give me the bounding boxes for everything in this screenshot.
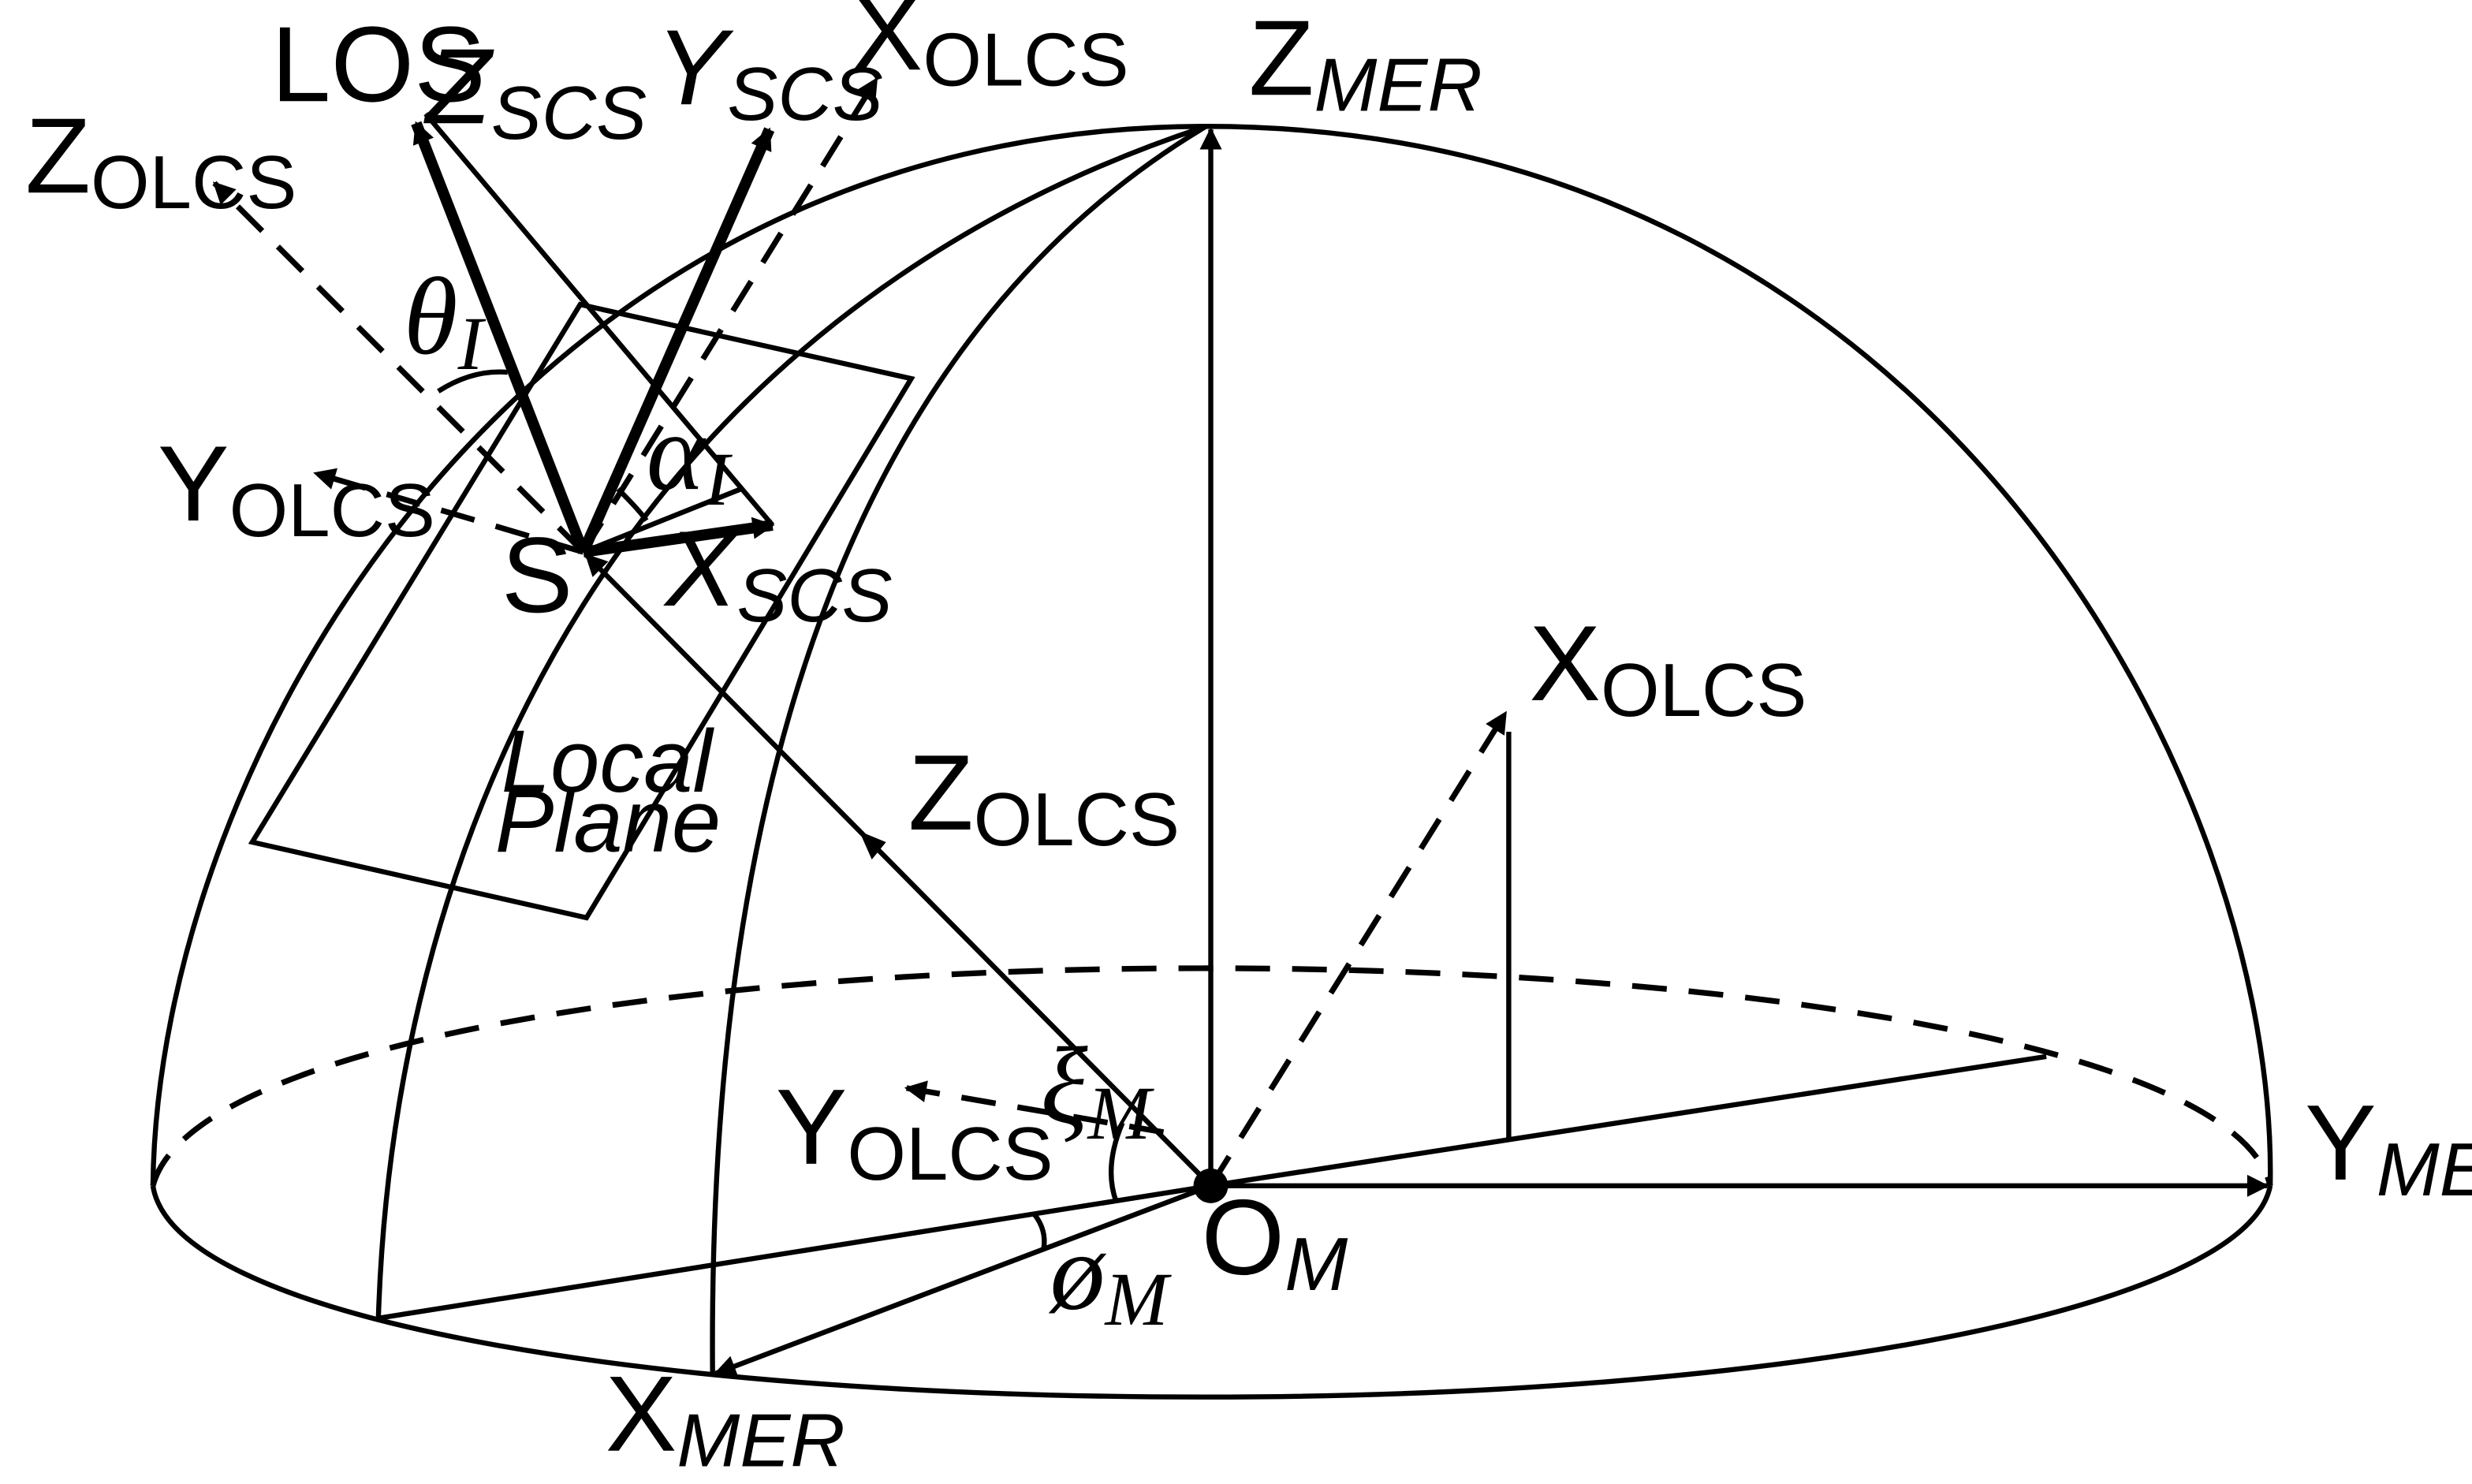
los-label: LOS (271, 4, 486, 124)
equator-front (150, 1185, 2273, 1400)
z-olcs-left-axis (212, 181, 586, 554)
theta-arc (437, 369, 509, 393)
y-scs-axis (578, 127, 775, 554)
s-point-label: S (501, 515, 573, 635)
z-olcs-center-label: ZOLCS (908, 733, 1180, 862)
y-mer-label: YMER (2305, 1083, 2472, 1212)
alpha-reference-line (582, 487, 742, 555)
origin-point (1193, 1168, 1229, 1203)
equator-back (150, 965, 2273, 1187)
y-olcs-bottom-label: YOLCS (776, 1067, 1053, 1196)
x-mer-label: XMER (606, 1354, 845, 1483)
y-olcs-left-axis (313, 468, 584, 555)
y-scs-label: YSCS (656, 7, 883, 136)
y-olcs-bottom-axis (904, 1080, 1165, 1135)
local-plane (248, 301, 915, 921)
xi-arc (1109, 1121, 1125, 1202)
x-scs-label: XSCS (663, 509, 893, 638)
x-olcs-top-label: XOLCS (852, 0, 1129, 102)
o-m-label: OM (1202, 1177, 1348, 1307)
x-scs-axis (582, 516, 775, 558)
theta-label: θI (404, 255, 487, 386)
phi-arc (1032, 1212, 1047, 1250)
z-scs-axis (423, 112, 775, 528)
z-olcs-center-axis (584, 553, 1213, 1188)
z-olcs-mid-arrow (859, 830, 886, 859)
x-olcs-top-axis (580, 76, 879, 554)
back-radius-line (1210, 1053, 2047, 1188)
x-olcs-right-axis (1208, 710, 1508, 1188)
meridian-inner (710, 124, 1208, 1375)
y-olcs-left-label: YOLCS (158, 423, 435, 553)
meridian-base-line (378, 1183, 1212, 1321)
alpha-label: αI (647, 391, 733, 521)
local-plane-label-line2: Plane (495, 772, 721, 871)
los-vector (411, 121, 589, 554)
local-plane-label-line1: Local (501, 712, 715, 811)
z-mer-label: ZMER (1248, 0, 1482, 127)
alpha-arc (616, 487, 649, 522)
z-scs-label: ZSCS (423, 26, 647, 155)
x-olcs-right-label: XOLCS (1529, 603, 1806, 733)
xi-label: ξM (1041, 1025, 1155, 1155)
x-mer-axis (714, 1183, 1212, 1377)
meridian-outer (375, 124, 1207, 1318)
phi-label: øM (1049, 1211, 1173, 1341)
z-olcs-left-label: ZOLCS (25, 95, 296, 225)
